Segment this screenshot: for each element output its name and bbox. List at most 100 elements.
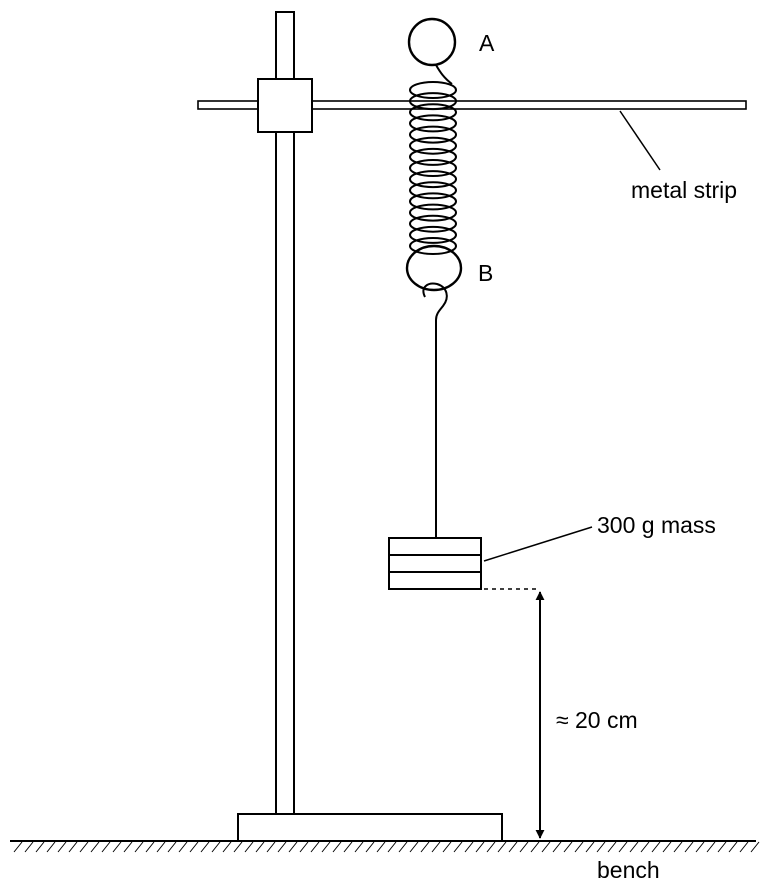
hatch-mark	[673, 841, 683, 853]
hatch-mark	[101, 841, 111, 853]
hatch-mark	[13, 841, 23, 853]
hatch-mark	[409, 841, 419, 853]
hatch-mark	[90, 841, 100, 853]
hatch-mark	[321, 841, 331, 853]
hatch-mark	[365, 841, 375, 853]
hatch-mark	[475, 841, 485, 853]
hatch-mark	[585, 841, 595, 853]
hatch-mark	[717, 841, 727, 853]
mass-slot-bottom	[388, 571, 482, 590]
hatch-mark	[651, 841, 661, 853]
spring-coil	[409, 214, 457, 233]
mass-slot-top	[388, 537, 482, 556]
spring-coil	[409, 237, 457, 255]
hatch-mark	[541, 841, 551, 853]
hatch-mark	[431, 841, 441, 853]
hatch-mark	[574, 841, 584, 853]
spring-coil	[409, 159, 457, 177]
label-metal-strip: metal strip	[631, 177, 737, 203]
hatch-mark	[563, 841, 573, 853]
hatch-mark	[552, 841, 562, 853]
label-a: A	[479, 30, 495, 56]
label-height: ≈ 20 cm	[556, 707, 638, 733]
hatch-mark	[46, 841, 56, 853]
hatch-mark	[68, 841, 78, 853]
spring-coil	[409, 192, 457, 211]
hatch-mark	[640, 841, 650, 853]
stand-base	[237, 813, 503, 842]
hatch-mark	[695, 841, 705, 853]
hatch-mark	[387, 841, 397, 853]
hatch-mark	[167, 841, 177, 853]
spring-coil	[409, 92, 457, 111]
hatch-mark	[222, 841, 232, 853]
hatch-mark	[354, 841, 364, 853]
spring-coil	[409, 170, 457, 189]
spring-coil	[409, 114, 457, 133]
bench	[10, 840, 760, 853]
hatch-mark	[57, 841, 67, 853]
hatch-mark	[244, 841, 254, 853]
hatch-mark	[519, 841, 529, 853]
spring-coil	[409, 136, 457, 155]
hatch-mark	[35, 841, 45, 853]
stand-rod	[275, 11, 295, 815]
spring-coils	[409, 64, 457, 255]
mass-leader	[483, 526, 593, 562]
hatch-mark	[442, 841, 452, 853]
hatch-mark	[596, 841, 606, 853]
spring	[405, 17, 463, 292]
clamp-boss	[257, 78, 313, 133]
hatch-mark	[420, 841, 430, 853]
hatch-mark	[497, 841, 507, 853]
hatch-mark	[398, 841, 408, 853]
hatch-mark	[134, 841, 144, 853]
label-mass: 300 g mass	[597, 512, 716, 538]
mass-slot-middle	[388, 554, 482, 573]
metal-strip-leader	[619, 110, 661, 171]
hatch-mark	[662, 841, 672, 853]
spring-top-loop	[407, 17, 457, 67]
hatch-mark	[112, 841, 122, 853]
hatch-mark	[266, 841, 276, 853]
hatch-mark	[530, 841, 540, 853]
hatch-mark	[739, 841, 749, 853]
hatch-mark	[189, 841, 199, 853]
slotted-mass-stack	[388, 537, 482, 590]
label-bench: bench	[597, 857, 660, 883]
hatch-mark	[706, 841, 716, 853]
hatch-mark	[233, 841, 243, 853]
hatch-mark	[299, 841, 309, 853]
hatch-mark	[684, 841, 694, 853]
hatch-mark	[453, 841, 463, 853]
spring-coil	[409, 203, 457, 222]
hatch-mark	[178, 841, 188, 853]
hatch-mark	[343, 841, 353, 853]
spring-coil	[409, 181, 457, 200]
hatch-mark	[618, 841, 628, 853]
hatch-mark	[255, 841, 265, 853]
hatch-mark	[607, 841, 617, 853]
hatch-mark	[629, 841, 639, 853]
hatch-mark	[310, 841, 320, 853]
spring-coil	[409, 147, 457, 166]
hook	[422, 282, 448, 321]
spring-coil	[409, 81, 457, 99]
bench-hatching	[13, 841, 760, 853]
hatch-mark	[376, 841, 386, 853]
hatch-mark	[464, 841, 474, 853]
spring-top-connector	[435, 64, 453, 85]
hatch-mark	[332, 841, 342, 853]
label-b: B	[478, 260, 493, 286]
hatch-mark	[24, 841, 34, 853]
metal-strip	[197, 100, 747, 110]
spring-coil	[409, 225, 457, 244]
hatch-mark	[486, 841, 496, 853]
hatch-mark	[200, 841, 210, 853]
hatch-mark	[79, 841, 89, 853]
hatch-mark	[288, 841, 298, 853]
hatch-mark	[728, 841, 738, 853]
hatch-mark	[508, 841, 518, 853]
spring-bottom-loop	[405, 244, 463, 292]
